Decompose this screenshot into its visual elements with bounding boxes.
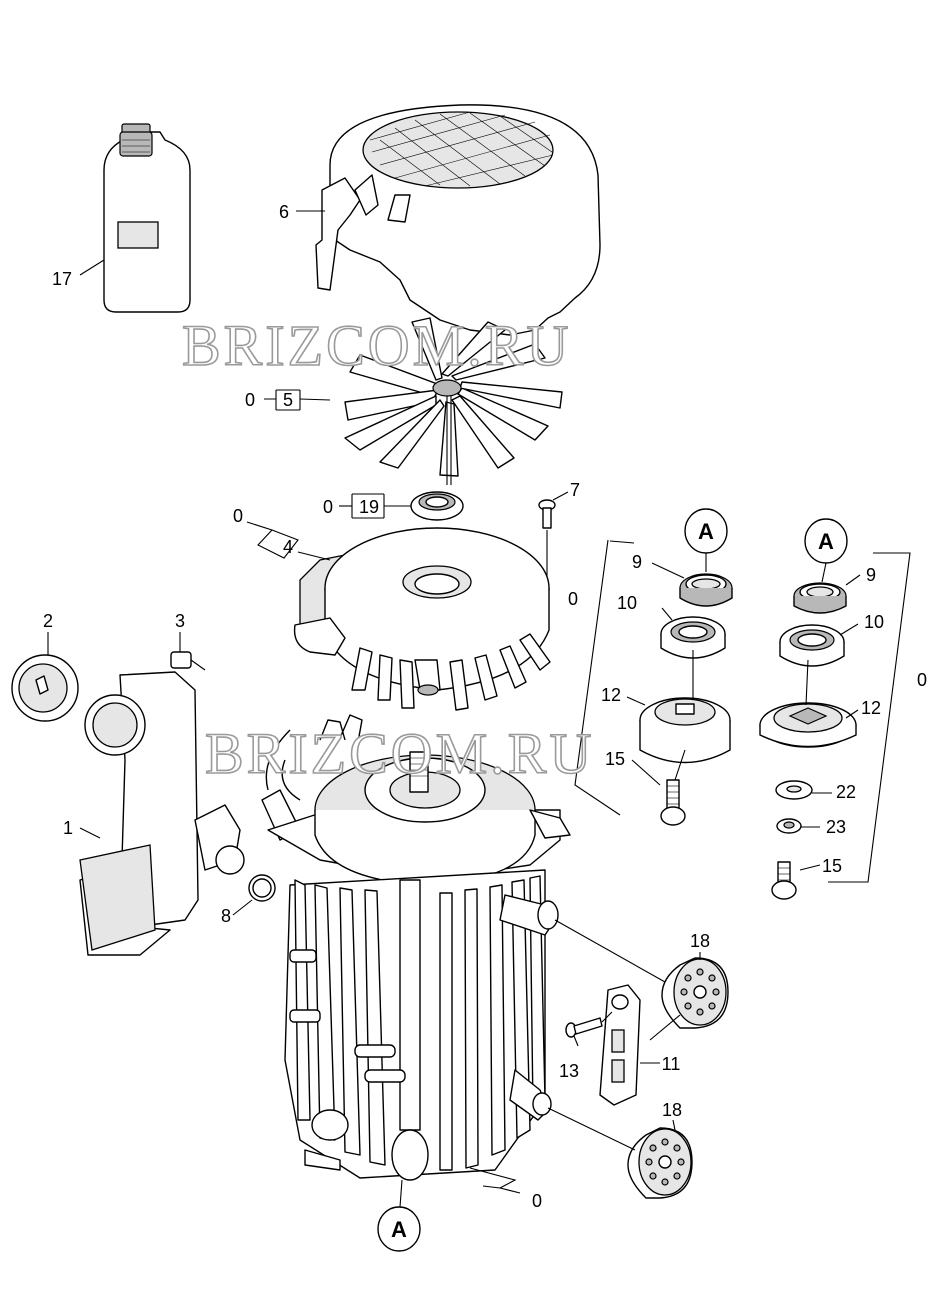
part-18-buffer-top (661, 957, 729, 1029)
motor-housing (261, 714, 571, 1181)
label-part-9-left: 9 (632, 552, 642, 572)
callout-a-right: A (804, 518, 848, 583)
part-3-plug (170, 651, 206, 671)
callout-a-left: A (684, 508, 728, 572)
label-part-10-right: 10 (864, 612, 884, 632)
label-part-9-right: 9 (866, 565, 876, 585)
label-part-23: 23 (826, 817, 846, 837)
part-10-left-bearing (660, 616, 726, 659)
label-part-2: 2 (43, 611, 53, 631)
callout-a-left-text: A (698, 519, 714, 544)
label-part-3: 3 (175, 611, 185, 631)
watermark-middle: BRIZCOM.RU (205, 721, 594, 786)
label-part-19: 19 (359, 497, 379, 517)
part-10-right-bearing (779, 624, 845, 667)
part-22-washer (775, 780, 813, 800)
end-cover-fins (351, 633, 551, 711)
part-15-right-bolt (771, 861, 797, 900)
part-1-tank (79, 671, 245, 956)
part-number-labels: 17 6 0 5 0 19 7 0 4 2 3 1 8 9 10 0 12 15… (43, 202, 927, 1211)
part-13-screw (565, 1011, 613, 1038)
label-part-18-bottom: 18 (662, 1100, 682, 1120)
label-part-6: 6 (279, 202, 289, 222)
label-part-12-left: 12 (601, 685, 621, 705)
label-part-0-left-group: 0 (568, 589, 578, 609)
part-12-right-cup (759, 702, 857, 748)
label-part-11: 11 (662, 1054, 681, 1074)
part-19-bearing (410, 491, 464, 521)
leader-lines (47, 210, 911, 1194)
label-part-0-bearing: 0 (323, 497, 333, 517)
label-part-17: 17 (52, 269, 72, 289)
label-part-7: 7 (570, 480, 580, 500)
part-23-lock-washer (776, 818, 802, 834)
label-part-5: 5 (283, 390, 293, 410)
callout-a-bottom: A (377, 1179, 421, 1252)
label-part-0-fan: 0 (245, 390, 255, 410)
part-9-left-seal (679, 573, 733, 607)
part-17-oil-bottle (103, 123, 191, 313)
part-6-fan-cover (315, 104, 601, 336)
part-11-clamp (599, 984, 641, 1106)
label-part-0-bottom: 0 (532, 1191, 542, 1211)
label-part-12-right: 12 (861, 698, 881, 718)
label-part-10-left: 10 (617, 593, 637, 613)
label-part-15-left: 15 (605, 749, 625, 769)
label-part-1: 1 (63, 818, 73, 838)
cover-grille (369, 111, 554, 187)
part-18-buffer-bottom (627, 1127, 693, 1199)
callout-a-bottom-text: A (391, 1217, 407, 1242)
right-bearing-group (759, 582, 857, 900)
label-part-0-cover: 0 (233, 506, 243, 526)
label-part-0-right-group: 0 (917, 670, 927, 690)
watermark-top: BRIZCOM.RU (182, 313, 571, 378)
label-part-13: 13 (559, 1061, 579, 1081)
label-part-18-top: 18 (690, 931, 710, 951)
part-12-left-cup (639, 697, 731, 764)
part-5-fan-impeller (344, 317, 563, 485)
callout-a-right-text: A (818, 529, 834, 554)
part-15-left-bolt (660, 779, 686, 826)
left-bearing-group (639, 573, 733, 826)
part-9-right-seal (793, 582, 847, 614)
housing-fins (294, 875, 546, 1171)
label-part-22: 22 (836, 782, 856, 802)
part-2-cap (11, 654, 79, 722)
part-8-o-ring (248, 874, 276, 902)
label-part-8: 8 (221, 906, 231, 926)
label-part-4: 4 (283, 537, 293, 557)
label-part-15-right: 15 (822, 856, 842, 876)
part-4-end-cover (293, 527, 551, 711)
